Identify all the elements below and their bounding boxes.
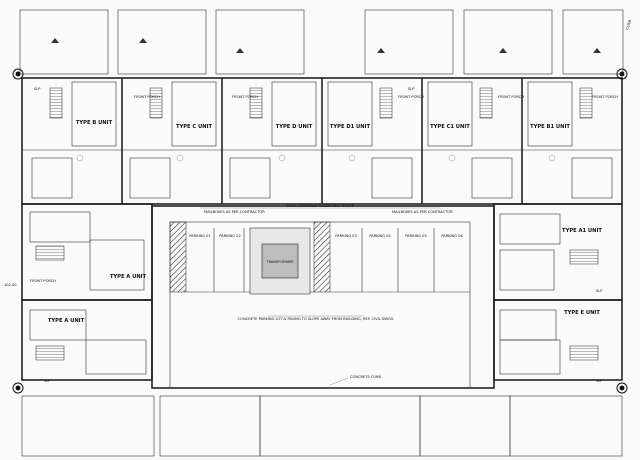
- slp-right-1: SLP: [596, 289, 603, 293]
- hatched-strip-left: [169, 221, 187, 293]
- unit-label-top-1: TYPE B UNIT: [76, 120, 113, 126]
- parking-stall-3: PARKING 03: [335, 234, 357, 238]
- mailboxes-right: MAILBOXES AS PER CONTRACTOR: [392, 210, 453, 214]
- parking-stall-6: PARKING 06: [441, 234, 463, 238]
- unit-label-left-1: TYPE A UNIT: [110, 274, 147, 280]
- sidewalk-notes: MAILBOXES AS PER CONTRACTOR CONC. SIDEWA…: [200, 204, 453, 214]
- parking-stall-4: PARKING 04: [369, 234, 391, 238]
- transformer-label: TRANSFORMER: [265, 260, 294, 264]
- unit-label-top-4: TYPE D1 UNIT: [330, 124, 371, 130]
- unit-label-right-1: TYPE A1 UNIT: [562, 228, 602, 234]
- porch-label-5: FRONT PORCH: [592, 95, 618, 99]
- parking-stall-1: PARKING 01: [189, 234, 211, 238]
- porch-label-4: FRONT PORCH: [498, 95, 524, 99]
- top-yards: [19, 9, 624, 75]
- elevation-label: 102.00: [4, 283, 17, 287]
- parking-stall-2: PARKING 02: [219, 234, 241, 238]
- transformer-pad: [249, 227, 311, 295]
- mailboxes-left: MAILBOXES AS PER CONTRACTOR: [204, 210, 265, 214]
- curb-edge-label: CURB: [625, 19, 632, 30]
- porch-label-left: FRONT PORCH: [30, 279, 56, 283]
- top-units-block: TYPE B UNIT TYPE C UNIT TYPE D UNIT TYPE…: [21, 77, 623, 205]
- sidewalk-label: CONC. SIDEWALK ACCESSIBLE ROUTE: [286, 204, 355, 208]
- slp-left: SLP: [44, 379, 51, 383]
- slp-right-2: SLP: [596, 379, 603, 383]
- slp-top-2: SLP: [408, 87, 415, 91]
- unit-label-right-2: TYPE E UNIT: [564, 310, 600, 316]
- slp-top-1: SLP: [34, 87, 41, 91]
- parking-stall-5: PARKING 05: [405, 234, 427, 238]
- parking-note: CONCRETE PARKING LOT & PAVING TO SLOPE A…: [238, 317, 395, 321]
- unit-label-left-2: TYPE A UNIT: [48, 318, 85, 324]
- bottom-yards: [21, 395, 623, 457]
- concrete-curb-label: CONCRETE CURB: [350, 375, 382, 379]
- right-units-block: TYPE A1 UNIT TYPE E UNIT SLP SLP: [493, 203, 623, 383]
- unit-label-top-6: TYPE B1 UNIT: [530, 124, 570, 130]
- unit-label-top-5: TYPE C1 UNIT: [430, 124, 470, 130]
- transformer-box: [261, 243, 299, 279]
- porch-label-2: FRONT PORCH: [232, 95, 258, 99]
- unit-label-top-2: TYPE C UNIT: [176, 124, 213, 130]
- porch-label-1: FRONT PORCH: [134, 95, 160, 99]
- porch-label-3: FRONT PORCH: [398, 95, 424, 99]
- unit-label-top-3: TYPE D UNIT: [276, 124, 313, 130]
- survey-markers: [12, 68, 628, 394]
- hatched-strip-mid: [313, 221, 331, 293]
- parking-lot: PARKING 01 PARKING 02 PARKING 03 PARKING…: [151, 205, 495, 389]
